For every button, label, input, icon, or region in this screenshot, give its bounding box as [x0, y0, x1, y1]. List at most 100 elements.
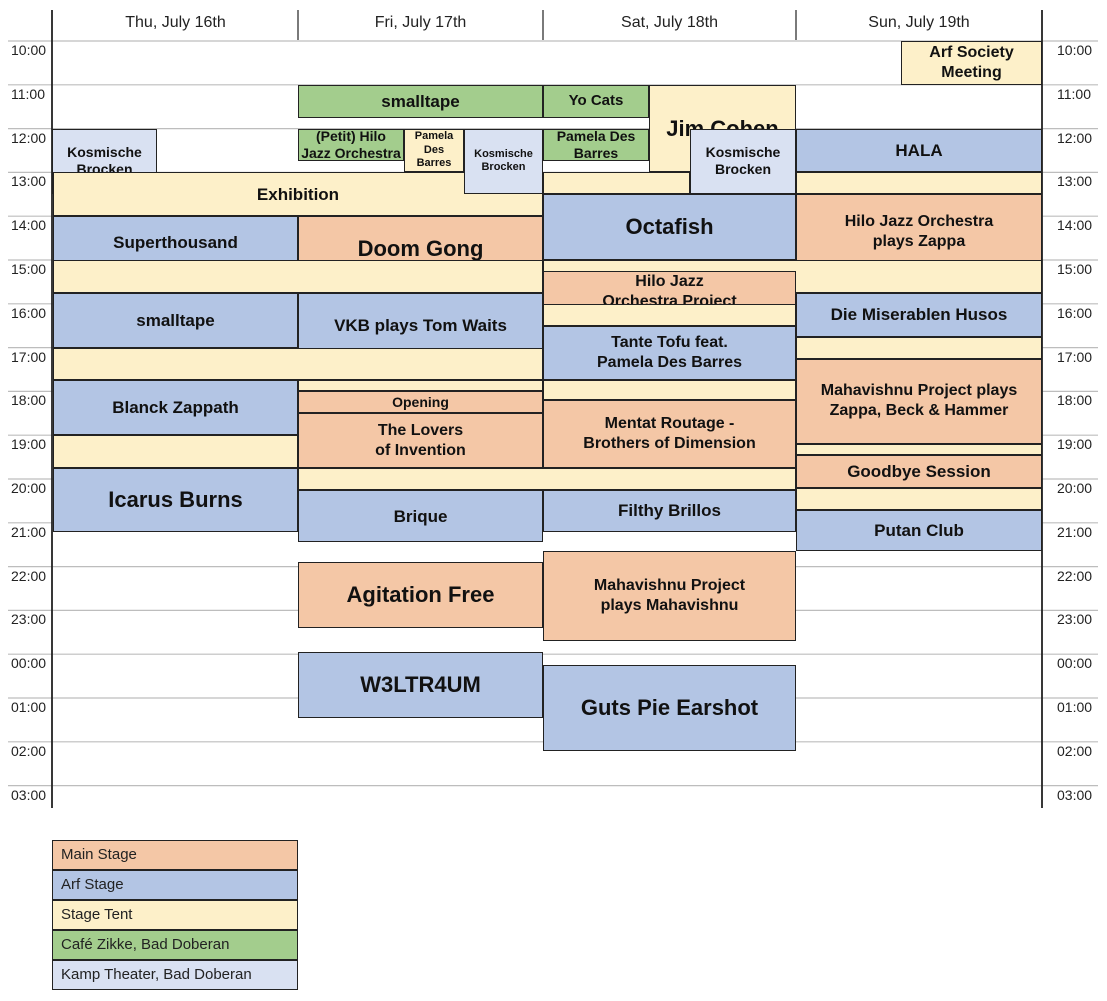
event-title: Mentat Routage - Brothers of Dimension [583, 415, 756, 453]
event-block: Icarus Burns [53, 468, 298, 532]
event-title: Goodbye Session [847, 461, 991, 481]
event-title: Kosmische Brocken [705, 143, 781, 178]
event-block: smalltape [53, 292, 298, 348]
event-filler-block [543, 172, 690, 195]
time-label-left: 23:00 [11, 611, 47, 628]
event-filler-block [796, 443, 1042, 455]
time-label-right: 21:00 [1057, 523, 1093, 540]
event-title: The Lovers of Invention [375, 421, 466, 459]
event-title: Mahavishnu Project plays Mahavishnu [593, 577, 746, 615]
event-block: Filthy Brillos [543, 489, 796, 532]
time-label-right: 13:00 [1057, 173, 1093, 190]
time-label-right: 20:00 [1057, 480, 1093, 496]
event-filler-block [543, 380, 796, 401]
event-title: smalltape [136, 310, 215, 330]
event-block: W3LTR4UM [298, 652, 543, 718]
time-label-right: 11:00 [1057, 85, 1091, 102]
legend-stage-tent: Stage Tent [52, 900, 298, 930]
day-header-sun: Sun, July 19th [868, 14, 970, 31]
time-label-left: 18:00 [11, 392, 47, 409]
event-title: Guts Pie Earshot [580, 695, 759, 721]
event-filler-block [796, 172, 1042, 195]
time-label-left: 15:00 [11, 261, 47, 277]
event-block: The Lovers of Invention [298, 413, 543, 469]
event-title: Octafish [625, 214, 714, 240]
time-label-right: 10:00 [1057, 42, 1093, 58]
time-label-right: 14:00 [1057, 217, 1093, 234]
time-label-left: 17:00 [11, 348, 47, 365]
event-block: Brique [298, 489, 543, 543]
time-label-right: 01:00 [1057, 699, 1093, 715]
event-block: Pamela Des Barres [404, 128, 464, 173]
time-label-right: 23:00 [1057, 611, 1093, 628]
legend-cafe-zikke: Café Zikke, Bad Doberan [52, 930, 298, 960]
event-block: Yo Cats [543, 84, 649, 118]
time-label-right: 15:00 [1057, 261, 1093, 277]
time-label-left: 11:00 [11, 85, 45, 102]
event-title: Kosmische Brocken [474, 147, 533, 174]
event-block: HALA [796, 128, 1042, 173]
event-block: Hilo Jazz Orchestra plays Zappa [796, 194, 1042, 269]
event-block: Putan Club [796, 509, 1042, 552]
event-title: HALA [895, 140, 943, 160]
event-filler-block [53, 347, 543, 381]
event-block: Goodbye Session [796, 454, 1042, 488]
event-filler-block [298, 380, 543, 392]
event-block: Arf Society Meeting [901, 41, 1042, 85]
event-filler-block [796, 487, 1042, 510]
event-block: Agitation Free [298, 562, 543, 628]
event-title: Agitation Free [346, 582, 495, 608]
event-block: Octafish [543, 194, 796, 260]
event-title: Doom Gong [357, 236, 484, 262]
event-title: Icarus Burns [108, 487, 243, 513]
event-block: Exhibition [53, 172, 543, 217]
event-block: Kosmische Brocken [464, 128, 543, 195]
time-label-right: 19:00 [1057, 436, 1093, 453]
event-title: Putan Club [874, 520, 964, 540]
event-title: smalltape [381, 91, 460, 111]
time-label-right: 03:00 [1057, 786, 1093, 803]
time-label-left: 01:00 [11, 699, 47, 715]
event-block: Opening [298, 391, 543, 414]
time-label-left: 10:00 [11, 42, 47, 58]
day-header-fri: Fri, July 17th [374, 14, 467, 31]
event-block: Mahavishnu Project plays Zappa, Beck & H… [796, 358, 1042, 444]
event-block: Mentat Routage - Brothers of Dimension [543, 400, 796, 469]
time-label-left: 19:00 [11, 436, 47, 453]
day-header-sat: Sat, July 18th [621, 14, 718, 31]
event-block: Blanck Zappath [53, 380, 298, 436]
event-title: Pamela Des Barres [414, 129, 454, 170]
event-title: Mahavishnu Project plays Zappa, Beck & H… [820, 382, 1018, 420]
event-title: Exhibition [256, 184, 340, 204]
event-title: Brique [393, 506, 448, 526]
time-label-right: 12:00 [1057, 129, 1093, 146]
event-title: Die Miserablen Husos [830, 305, 1008, 325]
time-label-left: 13:00 [11, 173, 47, 190]
event-block: Pamela Des Barres [543, 128, 649, 162]
legend-arf-stage: Arf Stage [52, 870, 298, 900]
event-title: VKB plays Tom Waits [334, 316, 507, 336]
legend-kamp-theater: Kamp Theater, Bad Doberan [52, 960, 298, 990]
event-title: Superthousand [113, 232, 238, 252]
time-label-right: 02:00 [1057, 742, 1093, 759]
event-filler-block [53, 260, 543, 293]
time-label-right: 17:00 [1057, 348, 1093, 365]
event-title: Hilo Jazz Orchestra plays Zappa [844, 212, 994, 250]
time-label-right: 18:00 [1057, 392, 1093, 409]
time-label-left: 14:00 [11, 217, 47, 234]
time-label-left: 00:00 [11, 655, 47, 672]
time-label-left: 12:00 [11, 129, 47, 146]
event-title: (Petit) Hilo Jazz Orchestra [301, 128, 401, 162]
time-label-left: 22:00 [11, 567, 47, 584]
time-label-left: 21:00 [11, 523, 47, 540]
time-label-left: 02:00 [11, 742, 47, 759]
event-block: Tante Tofu feat. Pamela Des Barres [543, 325, 796, 381]
event-filler-block [298, 468, 796, 490]
event-block: VKB plays Tom Waits [298, 292, 543, 359]
time-label-right: 16:00 [1057, 304, 1093, 321]
event-filler-block [796, 336, 1042, 359]
event-block: (Petit) Hilo Jazz Orchestra [298, 128, 404, 162]
time-label-right: 22:00 [1057, 567, 1093, 584]
event-title: Pamela Des Barres [556, 128, 636, 162]
time-label-left: 16:00 [11, 304, 47, 321]
